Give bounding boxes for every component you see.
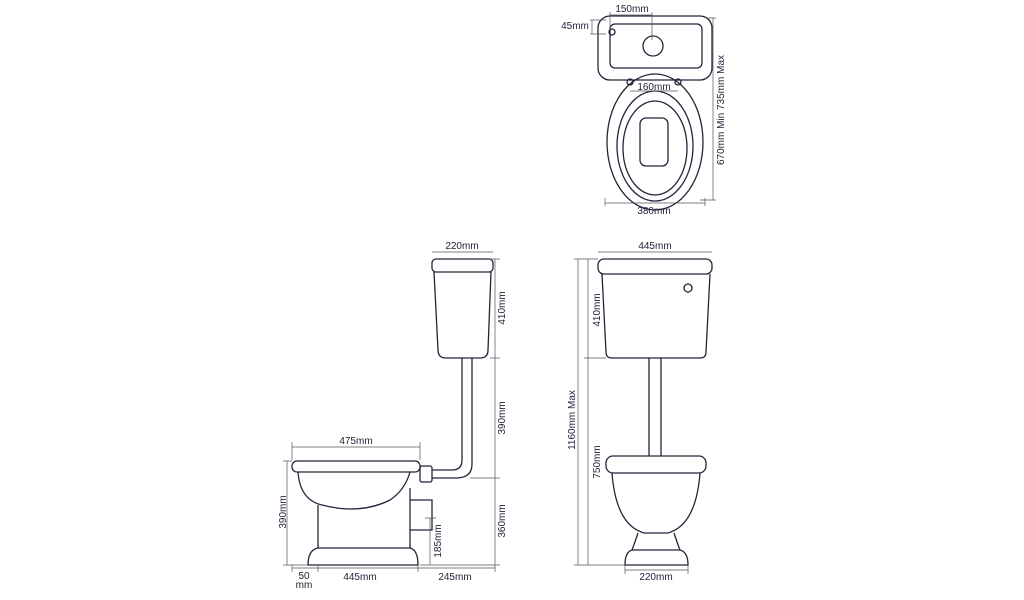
dim-445-front: 445mm: [638, 241, 671, 252]
cistern-body: [601, 273, 711, 359]
dim-150: 150mm: [615, 4, 648, 15]
cistern-body: [433, 271, 492, 359]
dim-390-pipe: 390mm: [497, 401, 508, 434]
lever-hole: [608, 28, 616, 36]
bowl-outline: [606, 73, 704, 211]
top-view: 150mm 45mm 160mm 380mm 670mm Min 735mm M…: [561, 4, 727, 217]
dim-380: 380mm: [637, 206, 670, 217]
pedestal-base: [624, 549, 689, 566]
dim-220-front: 220mm: [639, 572, 672, 583]
dim-45: 45mm: [561, 21, 589, 32]
seat-rim: [605, 455, 707, 474]
flush-pipe: [432, 358, 473, 479]
dim-475: 475mm: [339, 436, 372, 447]
cistern-outline: [597, 15, 713, 81]
dim-410-side: 410mm: [497, 291, 508, 324]
side-view: 475mm 220mm 410mm 390mm 360mm 390mm 185m…: [278, 241, 508, 591]
cistern-cap: [431, 258, 494, 273]
pipe-connector: [419, 465, 433, 483]
bowl-well: [639, 117, 669, 167]
dim-445-base: 445mm: [343, 572, 376, 583]
dim-50-unit: mm: [296, 580, 313, 591]
dim-1160: 1160mm Max: [567, 390, 578, 450]
dim-220-side: 220mm: [445, 241, 478, 252]
dim-160: 160mm: [637, 82, 670, 93]
front-view: 445mm 410mm 750mm 1160mm Max 220mm: [567, 241, 713, 583]
seat-hinge-left: [626, 78, 634, 86]
pedestal: [631, 532, 681, 551]
bowl-body: [297, 471, 411, 510]
pedestal-base: [307, 547, 419, 566]
seat-rim: [291, 460, 421, 473]
bowl-body: [611, 472, 701, 534]
dim-185: 185mm: [433, 524, 444, 557]
cistern-cap: [597, 258, 713, 275]
dim-750: 750mm: [592, 445, 603, 478]
dim-390-pan: 390mm: [278, 495, 289, 528]
dim-245: 245mm: [438, 572, 471, 583]
flush-lever: [683, 283, 693, 293]
flush-pipe: [648, 358, 662, 456]
seat-inner: [622, 100, 688, 196]
seat-hinge-right: [674, 78, 682, 86]
dim-360: 360mm: [497, 504, 508, 537]
dim-50: 50: [298, 571, 310, 582]
seat-outline: [616, 90, 694, 202]
dim-projection: 670mm Min 735mm Max: [716, 55, 727, 165]
dim-410-front: 410mm: [592, 293, 603, 326]
pedestal: [317, 488, 433, 548]
flush-button: [642, 35, 664, 57]
cistern-lid: [609, 23, 703, 69]
